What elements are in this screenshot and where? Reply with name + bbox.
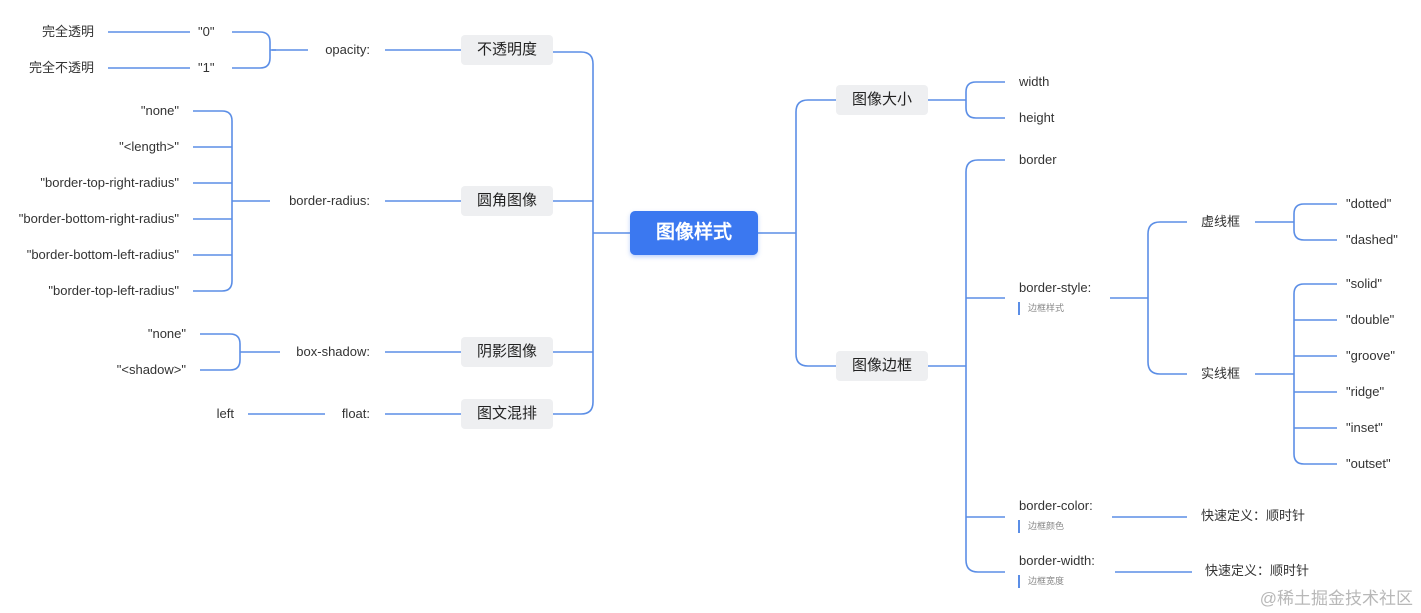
size-item: height <box>1019 110 1055 125</box>
border-style-value: "solid" <box>1346 276 1382 291</box>
border-width-value: 快速定义：顺时针 <box>1205 563 1310 578</box>
border-style-value: "ridge" <box>1346 384 1385 399</box>
property-float: float: <box>341 406 370 421</box>
topic-image-size[interactable]: 图像大小 <box>836 85 928 115</box>
radius-value: "border-bottom-right-radius" <box>18 211 179 226</box>
topic-float[interactable]: 图文混排 <box>461 399 553 429</box>
radius-value: "border-top-right-radius" <box>40 175 179 190</box>
border-style-note: 边框样式 <box>1018 302 1064 315</box>
border-style-value: "double" <box>1346 312 1395 327</box>
border-style-property: border-style: <box>1019 280 1092 295</box>
radius-value: "<length>" <box>119 139 179 154</box>
shadow-value: "none" <box>147 326 186 341</box>
border-style-value: "dashed" <box>1346 232 1398 247</box>
edge-left-spine <box>553 51 594 415</box>
topic-opacity[interactable]: 不透明度 <box>461 35 553 65</box>
border-property: border <box>1019 152 1057 167</box>
border-width-property: border-width: <box>1019 553 1095 568</box>
solid-group-label: 实线框 <box>1201 366 1241 381</box>
topic-box-shadow[interactable]: 阴影图像 <box>461 337 553 367</box>
border-color-property: border-color: <box>1019 498 1093 513</box>
radius-value: "border-bottom-left-radius" <box>26 247 179 262</box>
shadow-value: "<shadow>" <box>116 362 186 377</box>
opacity-value: "1" <box>198 60 215 75</box>
border-color-note: 边框颜色 <box>1018 520 1064 533</box>
opacity-description: 完全透明 <box>41 24 94 39</box>
root-node[interactable]: 图像样式 <box>630 211 758 255</box>
topic-image-border[interactable]: 图像边框 <box>836 351 928 381</box>
property-opacity: opacity: <box>325 42 370 57</box>
topic-border-radius[interactable]: 圆角图像 <box>461 186 553 216</box>
radius-value: "border-top-left-radius" <box>48 283 179 298</box>
property-box-shadow: box-shadow: <box>296 344 370 359</box>
watermark: @稀土掘金技术社区 <box>1259 589 1413 608</box>
dashed-group-label: 虚线框 <box>1201 214 1241 229</box>
border-style-value: "groove" <box>1346 348 1395 363</box>
property-border-radius: border-radius: <box>289 193 370 208</box>
border-style-value: "outset" <box>1346 456 1391 471</box>
opacity-value: "0" <box>198 24 215 39</box>
radius-value: "none" <box>140 103 179 118</box>
border-width-note: 边框宽度 <box>1018 575 1064 588</box>
border-style-value: "dotted" <box>1346 196 1392 211</box>
border-style-value: "inset" <box>1346 420 1383 435</box>
border-color-value: 快速定义：顺时针 <box>1201 508 1306 523</box>
size-item: width <box>1019 74 1050 89</box>
opacity-description: 完全不透明 <box>28 60 94 75</box>
float-value: left <box>216 406 234 421</box>
